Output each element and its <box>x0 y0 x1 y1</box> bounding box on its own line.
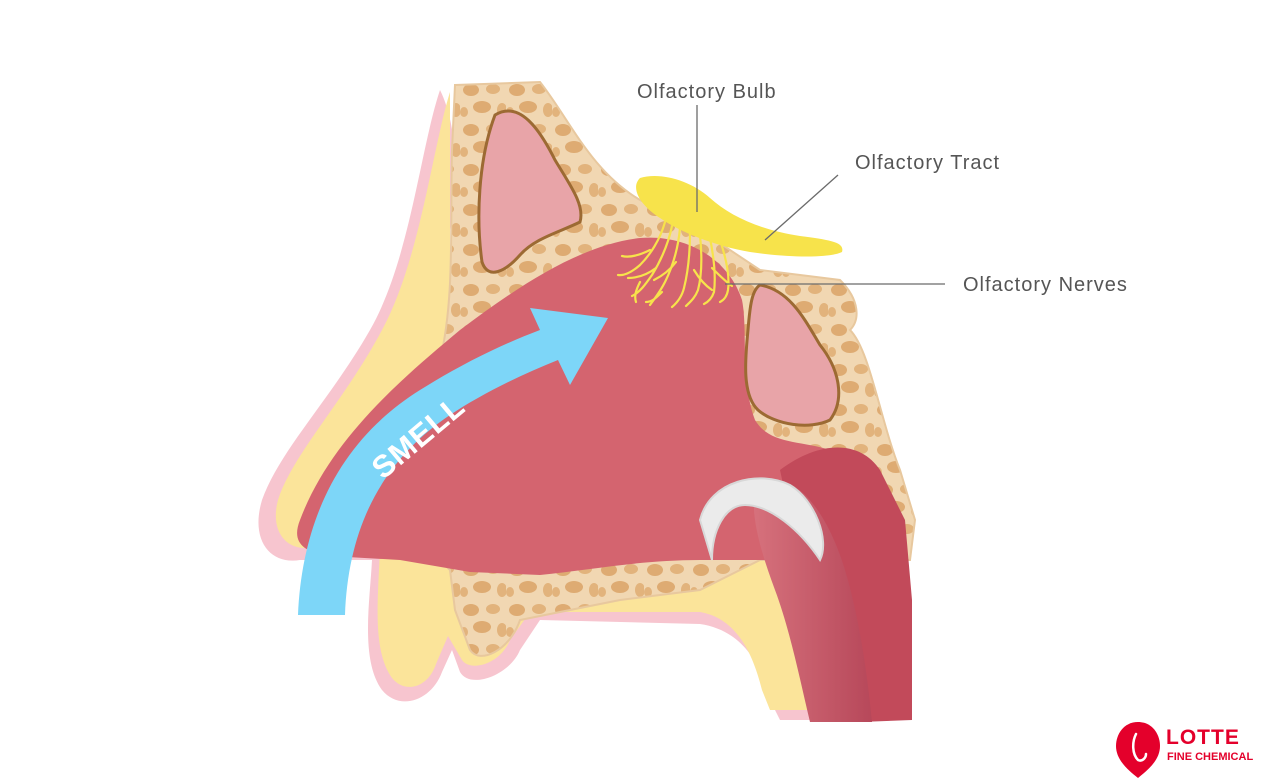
olfactory-tract-leader <box>764 174 839 241</box>
lotte-logo-subtitle: FINE CHEMICAL <box>1167 751 1253 763</box>
olfactory-tract-label: Olfactory Tract <box>855 152 1000 174</box>
cartilage-curl <box>698 477 825 562</box>
olfactory-bulb-tract <box>636 176 843 257</box>
lotte-logo: LOTTE FINE CHEMICAL <box>1116 722 1253 778</box>
lotte-logo-name: LOTTE <box>1166 726 1240 749</box>
frontal-sinus <box>477 109 583 274</box>
sphenoid-sinus <box>744 283 841 427</box>
lotte-logo-icon <box>1116 722 1160 778</box>
olfactory-bulb-label: Olfactory Bulb <box>637 81 777 103</box>
soft-palate <box>753 478 872 722</box>
smell-arrow <box>298 308 608 615</box>
olfactory-nerves-label: Olfactory Nerves <box>963 274 1128 296</box>
olfactory-nerves <box>616 220 734 309</box>
